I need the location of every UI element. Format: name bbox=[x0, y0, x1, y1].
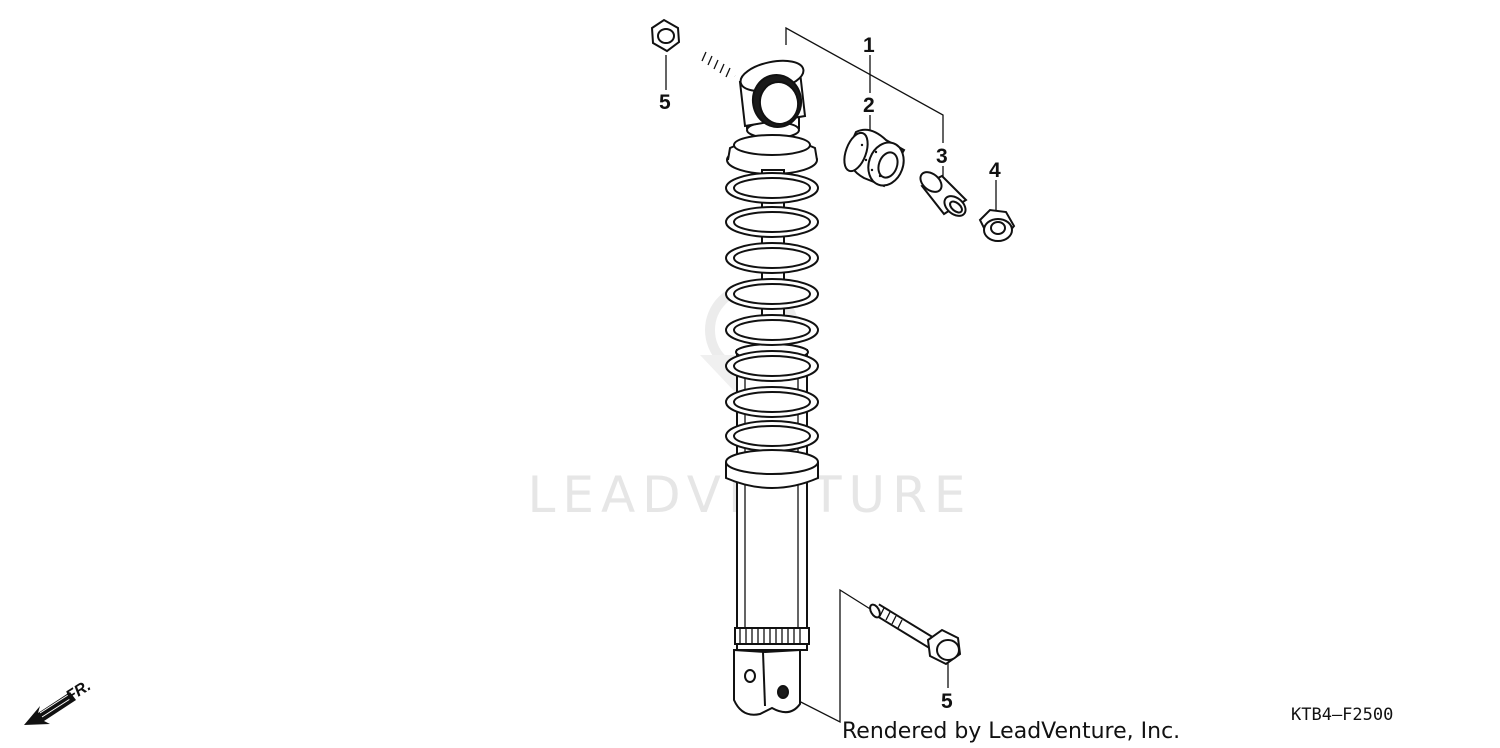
upper-eye bbox=[738, 59, 807, 139]
callout-2: 2 bbox=[863, 94, 875, 117]
spring-coils bbox=[725, 172, 819, 452]
lower-spring-seat bbox=[725, 449, 819, 489]
bottom-bolt bbox=[869, 603, 962, 666]
callout-3: 3 bbox=[936, 145, 948, 168]
leader-lines bbox=[665, 26, 997, 724]
lower-clevis bbox=[733, 649, 801, 716]
callout-5-bottom: 5 bbox=[941, 690, 953, 713]
collar bbox=[919, 171, 968, 217]
upper-spring-seat bbox=[726, 134, 818, 175]
credit-text: Rendered by LeadVenture, Inc. bbox=[842, 719, 1180, 744]
callout-1: 1 bbox=[863, 34, 875, 57]
callout-4: 4 bbox=[989, 159, 1001, 182]
rubber-bushing bbox=[843, 128, 906, 188]
front-direction-arrow: FR. bbox=[24, 677, 94, 725]
top-bolt bbox=[650, 18, 738, 80]
flange-nut bbox=[978, 208, 1016, 242]
diagram-code: KTB4—F2500 bbox=[1291, 705, 1393, 725]
callout-5-top: 5 bbox=[659, 91, 671, 114]
